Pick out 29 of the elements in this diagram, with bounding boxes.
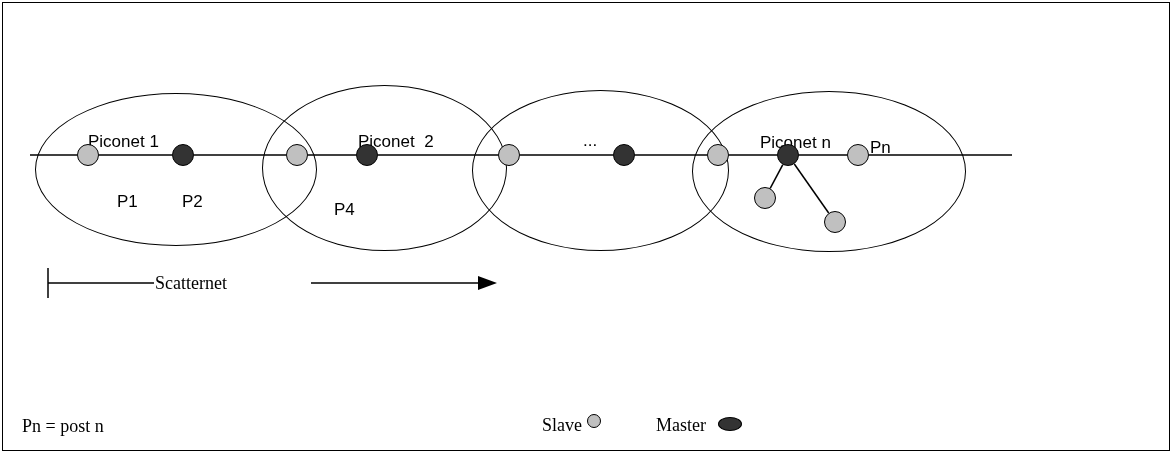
connection-line: [377, 154, 499, 156]
connection-line: [798, 154, 848, 156]
piconet-name: Piconet 2: [358, 132, 434, 152]
legend-label: Master: [656, 415, 706, 435]
slave-node: [754, 187, 776, 209]
post-label: P1: [117, 192, 138, 212]
post-label: Pn: [870, 138, 891, 158]
connection-line: [193, 154, 287, 156]
piconet-name: Piconet 1: [88, 132, 159, 152]
slave-node: [707, 144, 729, 166]
slave-node: [824, 211, 846, 233]
legend-label: Slave: [542, 415, 582, 435]
connection-line: [793, 163, 830, 214]
piconet-name: ...: [583, 131, 598, 151]
post-label: P2: [182, 192, 203, 212]
connection-line: [519, 154, 614, 156]
connection-line: [769, 163, 784, 190]
note-text: Pn = post n: [22, 416, 104, 436]
slave-node: [286, 144, 308, 166]
piconet-name: Piconet n: [760, 133, 831, 153]
connection-line: [307, 154, 357, 156]
range-label: Scatternet: [155, 273, 227, 293]
post-label: P4: [334, 200, 355, 220]
connection-line: [634, 154, 708, 156]
master-node: [172, 144, 194, 166]
master-node: [613, 144, 635, 166]
slave-node: [847, 144, 869, 166]
connection-line: [98, 154, 173, 156]
connection-line: [728, 154, 778, 156]
